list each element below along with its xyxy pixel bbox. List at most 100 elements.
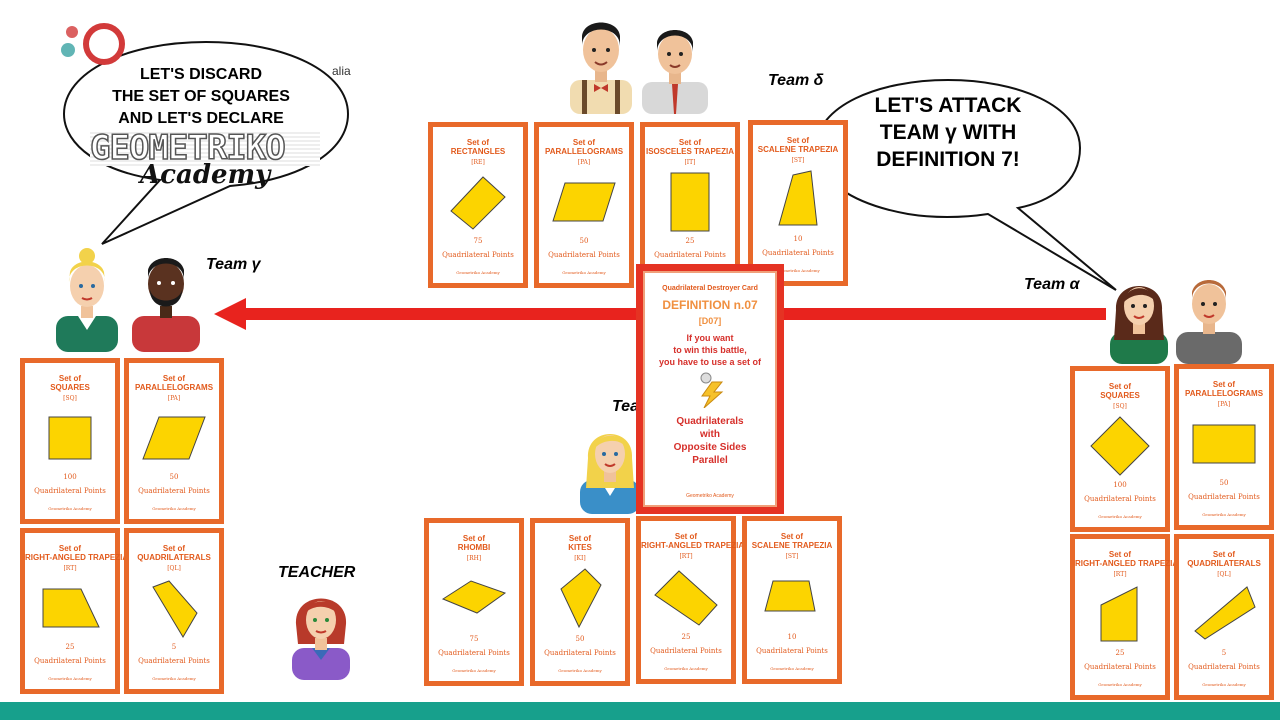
card-set-of: Set of <box>162 544 186 553</box>
avatar-alpha-2 <box>1176 280 1242 364</box>
card-set-of: Set of <box>678 138 702 147</box>
card-code: [KI] <box>574 554 586 562</box>
card-set-of: Set of <box>572 138 596 147</box>
team-delta-label: Team δ <box>768 72 824 89</box>
bottom-bar <box>0 702 1280 720</box>
card-code: [RT] <box>679 552 693 560</box>
card-name: RECTANGLES <box>450 147 506 156</box>
card-inner: Set of RIGHT-ANGLED TRAPEZIA [RT] 25 Qua… <box>1075 539 1178 695</box>
card-name: SCALENE TRAPEZIA <box>751 541 833 550</box>
card-inner: Set of RECTANGLES [RE] 75 Quadrilateral … <box>433 127 523 283</box>
card-set-of: Set of <box>1212 380 1236 389</box>
right-angled-trapezium-shape-icon <box>42 588 100 628</box>
right-angled-trapezium-shape-icon <box>654 570 718 626</box>
card-alpha-parallelograms[interactable]: Set of PARALLELOGRAMS [PA] 50 Quadrilate… <box>1174 364 1274 530</box>
card-points: 75 <box>469 635 479 643</box>
card-code: [RT] <box>63 564 77 572</box>
card-shape <box>1075 415 1165 477</box>
card-points-label: Quadrilateral Points <box>1084 663 1156 671</box>
card-gamma-parallelograms[interactable]: Set of PARALLELOGRAMS [PA] 50 Quadrilate… <box>124 358 224 524</box>
bubble-right-line-3: DEFINITION 7! <box>876 148 1020 171</box>
card-set-of: Set of <box>1212 550 1236 559</box>
card-footer: Geometriko Academy <box>456 270 500 275</box>
destroyer-text-line-3: you have to use a set of <box>658 357 762 368</box>
card-name: SQUARES <box>50 383 90 392</box>
card-beta-kites[interactable]: Set of KITES [KI] 50 Quadrilateral Point… <box>530 518 630 686</box>
card-gamma-right-angled-trapezia[interactable]: Set of RIGHT-ANGLED TRAPEZIA [RT] 25 Qua… <box>20 528 129 694</box>
card-delta-scalene-trapezia[interactable]: Set of SCALENE TRAPEZIA [ST] 10 Quadrila… <box>748 120 848 286</box>
card-name: RIGHT-ANGLED TRAPEZIA <box>25 553 129 562</box>
logo-academy: Academy <box>140 160 271 190</box>
destroyer-quad: Quadrilaterals with Opposite Sides Paral… <box>645 415 775 467</box>
card-code: [PA] <box>167 394 181 402</box>
card-inner: Set of SCALENE TRAPEZIA [ST] 10 Quadrila… <box>753 125 843 281</box>
trapezium-shape-icon <box>670 172 710 232</box>
card-points: 25 <box>681 633 691 641</box>
card-shape <box>129 407 219 469</box>
card-shape <box>753 169 843 231</box>
card-points-label: Quadrilateral Points <box>756 647 828 655</box>
bubble-left-line-2: THE SET OF SQUARES <box>112 88 290 105</box>
attack-arrow-tail <box>780 308 1106 320</box>
team-gamma-label: Team γ <box>206 256 261 273</box>
card-code: [PA] <box>1217 400 1231 408</box>
card-points-label: Quadrilateral Points <box>1188 493 1260 501</box>
card-footer: Geometriko Academy <box>1098 514 1142 519</box>
card-points-label: Quadrilateral Points <box>762 249 834 257</box>
card-delta-rectangles[interactable]: Set of RECTANGLES [RE] 75 Quadrilateral … <box>428 122 528 288</box>
card-points-label: Quadrilateral Points <box>654 251 726 259</box>
card-code: [SQ] <box>1113 402 1127 410</box>
card-footer: Geometriko Academy <box>48 506 92 511</box>
card-footer: Geometriko Academy <box>452 668 496 673</box>
card-beta-rhombi[interactable]: Set of RHOMBI [RH] 75 Quadrilateral Poin… <box>424 518 524 686</box>
card-points-label: Quadrilateral Points <box>1084 495 1156 503</box>
card-beta-right-angled-trapezia[interactable]: Set of RIGHT-ANGLED TRAPEZIA [RT] 25 Qua… <box>636 516 744 684</box>
card-footer: Geometriko Academy <box>562 270 606 275</box>
card-set-of: Set of <box>162 374 186 383</box>
card-name: PARALLELOGRAMS <box>134 383 214 392</box>
card-shape <box>1179 413 1269 475</box>
card-alpha-right-angled-trapezia[interactable]: Set of RIGHT-ANGLED TRAPEZIA [RT] 25 Qua… <box>1070 534 1178 700</box>
card-points-label: Quadrilateral Points <box>650 647 722 655</box>
rectangle-shape-icon <box>1192 424 1256 464</box>
card-name: KITES <box>568 543 592 552</box>
destroyer-quad-line-4: Parallel <box>692 455 728 467</box>
team-alpha-label: Team α <box>1024 276 1080 293</box>
card-set-of: Set of <box>780 532 804 541</box>
rectangle-shape-icon <box>450 176 506 230</box>
card-inner: Set of RHOMBI [RH] 75 Quadrilateral Poin… <box>429 523 519 681</box>
card-code: [QL] <box>167 564 181 572</box>
card-name: SCALENE TRAPEZIA <box>757 145 839 154</box>
card-shape <box>433 171 523 233</box>
card-name: RHOMBI <box>457 543 491 552</box>
card-shape <box>1179 583 1269 645</box>
card-code: [ST] <box>785 552 799 560</box>
bubble-right-line-1: LET'S ATTACK <box>874 94 1022 117</box>
card-points: 50 <box>579 237 589 245</box>
card-delta-parallelograms[interactable]: Set of PARALLELOGRAMS [PA] 50 Quadrilate… <box>534 122 634 288</box>
card-set-of: Set of <box>568 534 592 543</box>
card-shape <box>25 577 115 639</box>
avatar-delta-2 <box>642 30 708 114</box>
card-points: 50 <box>169 473 179 481</box>
card-inner: Set of RIGHT-ANGLED TRAPEZIA [RT] 25 Qua… <box>641 521 744 679</box>
card-points-label: Quadrilateral Points <box>442 251 514 259</box>
card-points: 5 <box>171 643 177 651</box>
card-points: 10 <box>787 633 797 641</box>
card-gamma-squares[interactable]: Set of SQUARES [SQ] 100 Quadrilateral Po… <box>20 358 120 524</box>
card-name: PARALLELOGRAMS <box>544 147 624 156</box>
card-beta-scalene-trapezia[interactable]: Set of SCALENE TRAPEZIA [ST] 10 Quadrila… <box>742 516 842 684</box>
card-shape <box>429 567 519 629</box>
card-points: 100 <box>1113 481 1127 489</box>
card-delta-isosceles-trapezia[interactable]: Set of ISOSCELES TRAPEZIA [IT] 25 Quadri… <box>640 122 740 288</box>
card-name: PARALLELOGRAMS <box>1184 389 1264 398</box>
card-alpha-squares[interactable]: Set of SQUARES [SQ] 100 Quadrilateral Po… <box>1070 366 1170 532</box>
card-inner: Set of KITES [KI] 50 Quadrilateral Point… <box>535 523 625 681</box>
card-gamma-quadrilaterals[interactable]: Set of QUADRILATERALS [QL] 5 Quadrilater… <box>124 528 224 694</box>
card-points: 50 <box>1219 479 1229 487</box>
card-alpha-quadrilaterals[interactable]: Set of QUADRILATERALS [QL] 5 Quadrilater… <box>1174 534 1274 700</box>
avatar-alpha-1 <box>1110 286 1168 364</box>
destroyer-card[interactable]: Quadrilateral Destroyer Card DEFINITION … <box>636 264 784 514</box>
speech-bubble-right-text: LET'S ATTACK TEAM γ WITH DEFINITION 7! <box>830 92 1066 173</box>
square-shape-icon <box>1090 416 1150 476</box>
